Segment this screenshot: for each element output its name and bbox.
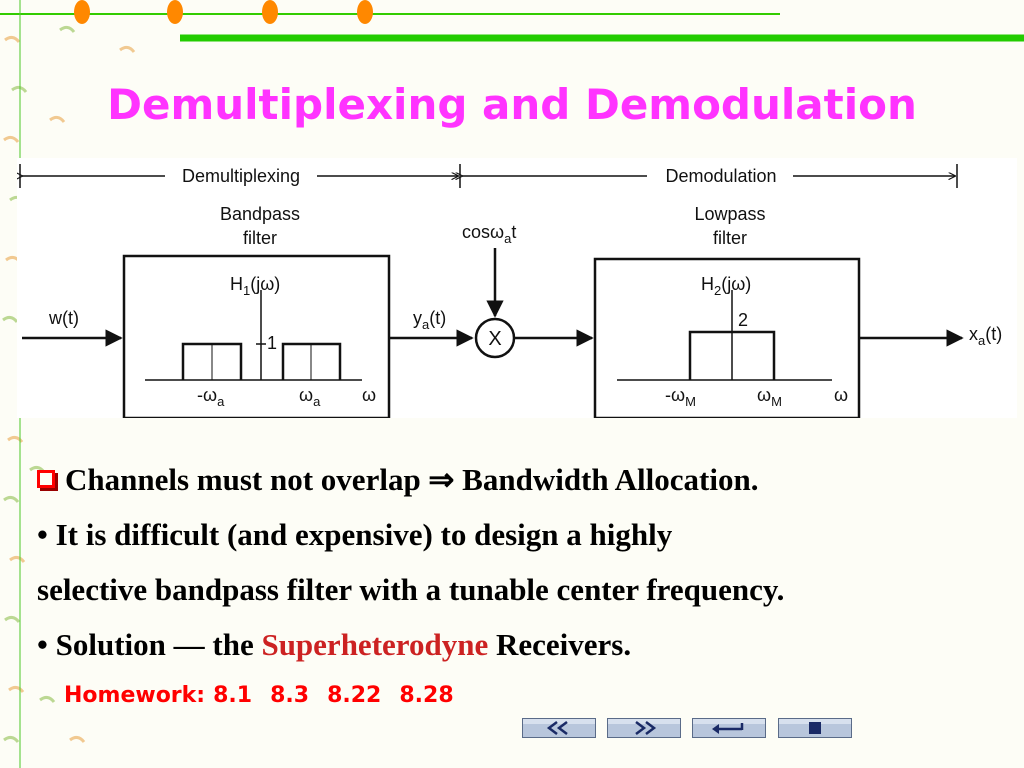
mid-signal-label: ya(t) [413,308,446,332]
checkbox-bullet-icon [37,470,55,488]
bullet-line-2: • It is difficult (and expensive) to des… [37,517,673,552]
h1-axis-label: ω [362,385,376,405]
h1-frequency-response [145,290,362,381]
nav-stop-button[interactable] [778,718,852,738]
carrier-label: cosωat [462,222,516,246]
section-demod-label: Demodulation [665,166,776,186]
bpf-label-line2: filter [243,228,277,248]
bullet-line-1: Channels must not overlap ⇒ Bandwidth Al… [37,452,1017,507]
slide-title: Demultiplexing and Demodulation [107,80,917,129]
h2-pos-tick: ωM [757,385,782,409]
homework-label: Homework: [64,683,206,708]
lpf-label-line1: Lowpass [694,204,765,224]
homework-line: Homework: 8.1 8.3 8.22 8.28 [64,683,454,708]
homework-item: 8.28 [399,683,454,708]
homework-item: 8.22 [327,683,382,708]
bpf-label-line1: Bandpass [220,204,300,224]
homework-item: 8.1 [213,683,253,708]
section-dimension-lines [20,164,958,188]
h1-neg-tick: -ωa [197,385,225,409]
lpf-label-line2: filter [713,228,747,248]
rewind-icon [546,721,568,735]
bullet-line-4: • Solution — the Superheterodyne Receive… [37,627,632,662]
h2-label: H2(jω) [701,274,751,298]
highlight-term: Superheterodyne [261,627,489,662]
h1-gain-label: 1 [267,333,277,353]
fast-forward-icon [635,721,657,735]
nav-forward-button[interactable] [607,718,681,738]
bullet-list: Channels must not overlap ⇒ Bandwidth Al… [37,452,1017,672]
h2-gain-label: 2 [738,310,748,330]
return-icon [712,723,744,734]
input-signal-label: w(t) [48,308,79,328]
h2-neg-tick: -ωM [665,385,696,409]
output-signal-label: xa(t) [969,324,1002,348]
nav-return-button[interactable] [692,718,766,738]
bullet-line-3: selective bandpass filter with a tunable… [37,572,785,607]
stop-icon [809,722,821,734]
h1-label: H1(jω) [230,274,280,298]
block-diagram: Demultiplexing Demodulation Bandpass fil… [17,158,1017,418]
h2-frequency-response [617,290,832,381]
mixer-symbol: X [488,328,501,350]
homework-item: 8.3 [270,683,310,708]
h2-axis-label: ω [834,385,848,405]
section-demux-label: Demultiplexing [182,166,300,186]
nav-rewind-button[interactable] [522,718,596,738]
h1-pos-tick: ωa [299,385,321,409]
